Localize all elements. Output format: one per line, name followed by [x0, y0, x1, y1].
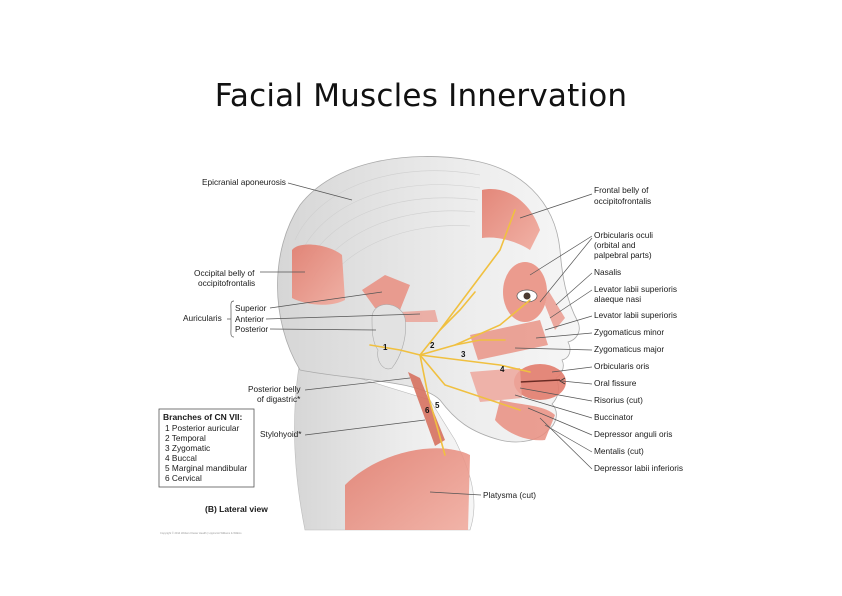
- slide-title: Facial Muscles Innervation: [214, 78, 628, 114]
- auricularis-superior-muscle: [362, 275, 410, 310]
- label-risorius: Risorius (cut): [594, 395, 643, 405]
- branch-number-5: 5: [435, 401, 440, 410]
- label-orbicularis-oculi-2: (orbital and: [594, 240, 636, 250]
- label-frontal-belly-1: Frontal belly of: [594, 185, 649, 195]
- label-platysma: Platysma (cut): [483, 490, 536, 500]
- label-zygomaticus-major: Zygomaticus major: [594, 344, 664, 354]
- copyright-text: Copyright © 2014 Wolters Kluwer Health |…: [160, 531, 242, 535]
- label-buccinator: Buccinator: [594, 412, 633, 422]
- label-frontal-belly-2: occipitofrontalis: [594, 196, 651, 206]
- branch-number-1: 1: [383, 343, 388, 352]
- facial-nerve-branches: [369, 209, 531, 456]
- label-auricularis-posterior: Posterior: [235, 324, 268, 334]
- label-posterior-belly-1: Posterior belly: [248, 384, 301, 394]
- label-mentalis: Mentalis (cut): [594, 446, 644, 456]
- digastric-muscle: [408, 372, 445, 446]
- branch-item-6: 6 Cervical: [165, 473, 202, 483]
- label-levator-alaeque-2: alaeque nasi: [594, 294, 641, 304]
- depressor-muscles: [495, 400, 555, 441]
- branch-item-3: 3 Zygomatic: [165, 443, 210, 453]
- label-occipital-belly-2: occipitofrontalis: [198, 278, 255, 288]
- branch-item-4: 4 Buccal: [165, 453, 197, 463]
- branch-number-6: 6: [425, 406, 430, 415]
- branch-item-5: 5 Marginal mandibular: [165, 463, 247, 473]
- label-depressor-labii: Depressor labii inferioris: [594, 463, 683, 473]
- auricularis-anterior-muscle: [400, 310, 438, 322]
- label-oral-fissure: Oral fissure: [594, 378, 637, 388]
- branch-number-2: 2: [430, 341, 435, 350]
- label-posterior-belly-2: of digastric*: [257, 394, 301, 404]
- ear: [371, 304, 406, 370]
- occipital-belly-muscle: [292, 244, 345, 305]
- label-lateral-view: (B) Lateral view: [205, 504, 268, 514]
- buccinator-muscle: [470, 368, 522, 402]
- label-auricularis-anterior: Anterior: [235, 314, 264, 324]
- label-levator-alaeque-1: Levator labii superioris: [594, 284, 677, 294]
- branch-item-2: 2 Temporal: [165, 433, 206, 443]
- label-stylohyoid: Stylohyoid*: [260, 429, 302, 439]
- zygomaticus-muscles: [470, 320, 548, 360]
- label-depressor-anguli: Depressor anguli oris: [594, 429, 672, 439]
- oral-fissure-line: [519, 379, 561, 383]
- label-levator-labii: Levator labii superioris: [594, 310, 677, 320]
- label-auricularis-superior: Superior: [235, 303, 267, 313]
- label-orbicularis-oculi-1: Orbicularis oculi: [594, 230, 653, 240]
- branch-number-3: 3: [461, 350, 466, 359]
- nasalis-muscle: [545, 290, 565, 330]
- branches-legend-box: Branches of CN VII: 1 Posterior auricula…: [158, 408, 255, 488]
- label-epicranial-aponeurosis: Epicranial aponeurosis: [202, 177, 286, 187]
- branch-number-4: 4: [500, 365, 505, 374]
- label-nasalis: Nasalis: [594, 267, 621, 277]
- branch-item-1: 1 Posterior auricular: [165, 423, 239, 433]
- label-zygomaticus-minor: Zygomaticus minor: [594, 327, 664, 337]
- label-occipital-belly-1: Occipital belly of: [194, 268, 255, 278]
- platysma-muscle: [345, 448, 470, 530]
- label-orbicularis-oculi-3: palpebral parts): [594, 250, 652, 260]
- branches-heading: Branches of CN VII:: [163, 412, 243, 422]
- orbicularis-oris-muscle: [514, 364, 566, 400]
- label-auricularis: Auricularis: [183, 313, 222, 323]
- label-orbicularis-oris: Orbicularis oris: [594, 361, 649, 371]
